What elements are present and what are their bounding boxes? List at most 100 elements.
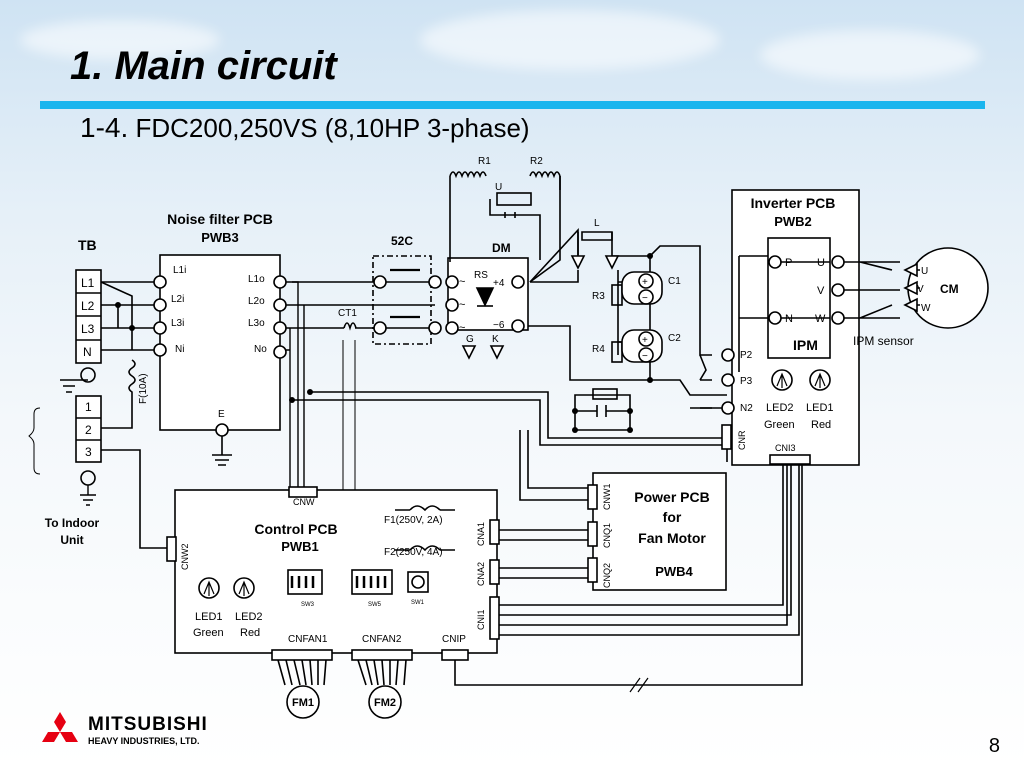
nf-input: Ni <box>175 344 184 355</box>
title-underline <box>40 101 985 109</box>
ground-terminal <box>80 470 96 486</box>
terminal-p2: P2 <box>740 350 753 361</box>
resistor-r4: R4 <box>592 344 605 355</box>
rectifier-ac: ~ <box>459 276 465 288</box>
nf-output: L1o <box>248 274 265 285</box>
resistor-r3: R3 <box>592 291 605 302</box>
mitsubishi-logo: MITSUBISHI HEAVY INDUSTRIES, LTD. <box>42 712 208 746</box>
nf-output: L3o <box>248 318 265 329</box>
switch-sw3: SW3 <box>301 602 315 608</box>
control-led2-color: Red <box>240 627 260 639</box>
terminal-l2i <box>153 298 167 312</box>
ipm-v: V <box>817 285 825 297</box>
control-led2: LED2 <box>235 611 263 623</box>
page-number: 8 <box>988 735 1000 757</box>
power-pcb-title: for <box>663 509 682 525</box>
connector-cna2: CNA2 <box>476 562 486 586</box>
ipm-n: N <box>785 313 793 325</box>
connector-cnfan2: CNFAN2 <box>362 634 402 645</box>
ipm-module <box>767 237 831 359</box>
connector-cnfan1: CNFAN1 <box>288 634 328 645</box>
fan-motor-fm2: FM2 <box>374 697 396 709</box>
rectifier-minus: −6 <box>493 320 505 331</box>
terminal-ni <box>153 343 167 357</box>
tb-terminal-l3: L3 <box>81 322 95 336</box>
slide-title: 1. Main circuit <box>70 44 337 88</box>
rectifier-plus: +4 <box>493 278 505 289</box>
cloud-decoration <box>420 10 720 70</box>
to-indoor-label: To Indoor <box>45 516 100 530</box>
tb-terminal-n: N <box>83 345 92 359</box>
ipm-sensor-label: IPM sensor <box>853 334 914 348</box>
inverter-led2-color: Green <box>764 419 795 431</box>
cloud-decoration <box>760 30 980 80</box>
power-pcb-board: PWB4 <box>655 564 693 579</box>
subtitle-text: FDC200,250VS (8,10HP 3-phase) <box>135 113 530 143</box>
ipm-u: U <box>817 257 825 269</box>
slide-subtitle: 1-4. FDC200,250VS (8,10HP 3-phase) <box>80 112 530 144</box>
nf-input: L1i <box>173 265 186 276</box>
rectifier-dm <box>447 257 529 331</box>
nf-output: No <box>254 344 267 355</box>
power-pcb <box>592 472 727 591</box>
cap-plus: + <box>642 335 648 346</box>
rectifier-rs: RS <box>474 270 488 281</box>
inverter-led1: LED1 <box>806 402 834 414</box>
tb-terminal-l2: L2 <box>81 299 95 313</box>
connector-cna1: CNA1 <box>476 522 486 546</box>
contactor-label: 52C <box>391 234 413 248</box>
cap-plus: + <box>642 277 648 288</box>
ipm-label: IPM <box>793 337 818 353</box>
connector-cnw2: CNW2 <box>180 544 190 571</box>
inverter-title: Inverter PCB <box>751 195 836 211</box>
switch-sw5: SW5 <box>368 602 382 608</box>
ct-label: CT1 <box>338 308 357 319</box>
comm-terminal-1: 1 <box>85 400 92 414</box>
terminal-p3: P3 <box>740 376 753 387</box>
connector-cnw1: CNW1 <box>602 484 612 511</box>
tb-title: TB <box>78 237 97 253</box>
inverter-led2: LED2 <box>766 402 794 414</box>
contactor-52c <box>372 255 432 345</box>
nf-ground: E <box>218 409 225 420</box>
noise-filter-pcb <box>159 254 281 431</box>
rectifier-g: G <box>466 334 474 345</box>
inverter-pcb <box>731 189 860 466</box>
cap-minus: − <box>642 351 648 362</box>
fuse-f2: F2(250V, 4A) <box>384 547 443 558</box>
comm-terminal-3: 3 <box>85 445 92 459</box>
resistor-r1: R1 <box>478 156 491 167</box>
rectifier-k: K <box>492 334 499 345</box>
connector-cnq2: CNQ2 <box>602 563 612 588</box>
power-pcb-title: Fan Motor <box>638 530 706 546</box>
to-indoor-label: Unit <box>60 533 83 547</box>
logo-line2: HEAVY INDUSTRIES, LTD. <box>88 736 200 746</box>
ipm-w: W <box>815 313 826 325</box>
nf-output: L2o <box>248 296 265 307</box>
inverter-led1-color: Red <box>811 419 831 431</box>
fuse-f1: F1(250V, 2A) <box>384 515 443 526</box>
terminal-l3i <box>153 321 167 335</box>
rectifier-ac: ~ <box>459 322 465 334</box>
terminal-l1i <box>153 275 167 289</box>
fan-motor-fm1: FM1 <box>292 697 314 709</box>
control-pcb-board: PWB1 <box>281 539 319 554</box>
connector-cnr: CNR <box>737 430 747 450</box>
compressor-label: CM <box>940 282 959 296</box>
thermistor-label: U <box>495 182 502 193</box>
noise-filter-title: Noise filter PCB <box>167 211 273 227</box>
comm-terminal-block <box>75 395 102 463</box>
control-pcb <box>174 489 498 654</box>
logo-line1: MITSUBISHI <box>88 714 208 735</box>
comm-terminal-2: 2 <box>85 423 92 437</box>
control-led1-color: Green <box>193 627 224 639</box>
cm-w: W <box>921 303 931 314</box>
subtitle-number: 1-4. <box>80 112 129 143</box>
connector-cni1: CNI1 <box>476 609 486 630</box>
cloud-decoration <box>20 20 220 60</box>
control-led1: LED1 <box>195 611 223 623</box>
resistor-r2: R2 <box>530 156 543 167</box>
cm-v: V <box>917 284 924 295</box>
ipm-p: P <box>785 257 792 269</box>
tb-terminal-l1: L1 <box>81 276 95 290</box>
